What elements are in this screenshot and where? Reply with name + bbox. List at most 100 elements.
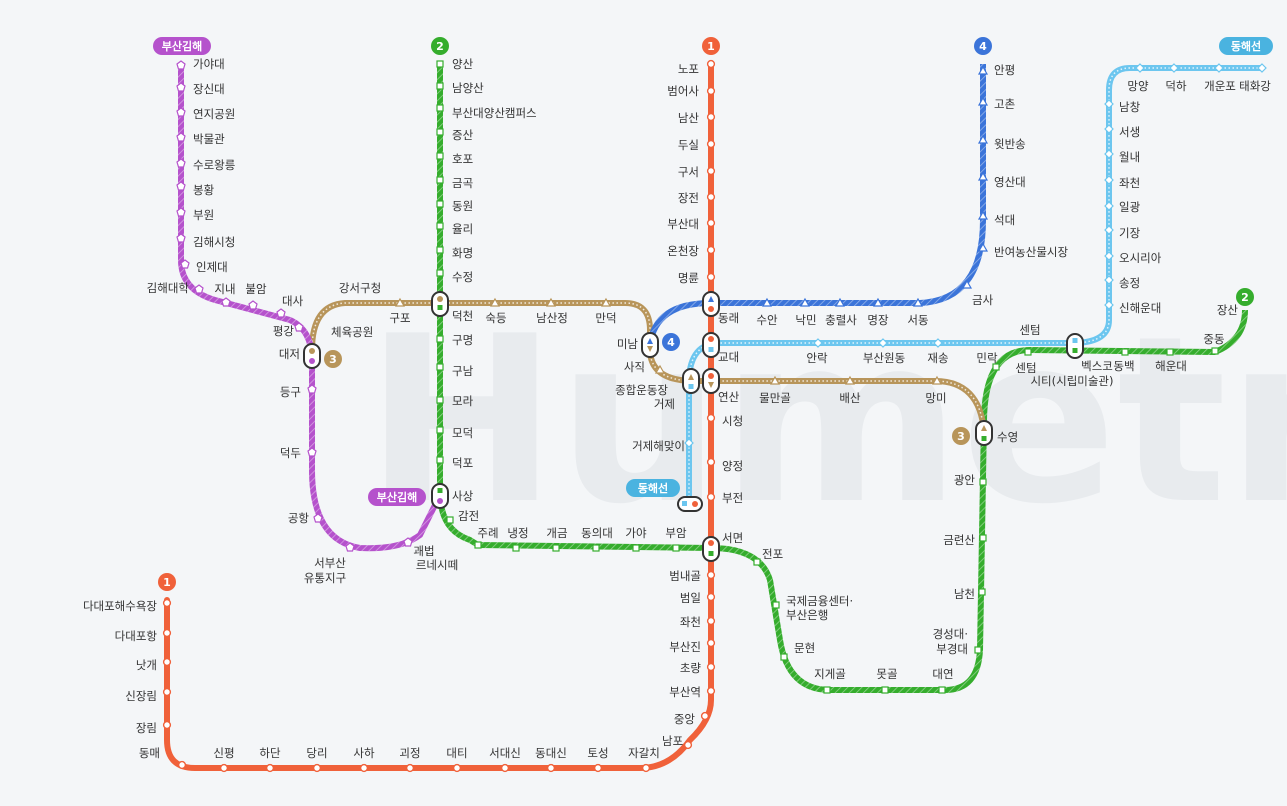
- station-marker-line2-9[interactable]: [436, 269, 444, 277]
- station-marker-line4-8[interactable]: [872, 297, 884, 307]
- station-marker-donghae-4[interactable]: [1104, 99, 1114, 109]
- station-label-line2-11[interactable]: 구명: [452, 333, 473, 347]
- station-label-line2-37[interactable]: 민락: [976, 351, 998, 365]
- station-label-line3-8[interactable]: 거제: [654, 397, 675, 411]
- station-marker-line3-4[interactable]: [600, 297, 612, 307]
- station-label-line2-6[interactable]: 동원: [452, 199, 473, 213]
- station-marker-line1-6[interactable]: [706, 218, 716, 228]
- station-label-gimhae-3[interactable]: 박물관: [193, 132, 225, 146]
- station-label-line1-16[interactable]: 범내골: [669, 569, 701, 583]
- station-label-donghae-4[interactable]: 남창: [1119, 100, 1141, 114]
- station-label-donghae-14[interactable]: 부산원동: [863, 351, 905, 365]
- station-label-gimhae-5[interactable]: 봉황: [193, 183, 215, 197]
- station-label-line2-35[interactable]: 광안: [954, 473, 976, 487]
- station-label-line3-11[interactable]: 망미: [925, 391, 946, 405]
- station-marker-gimhae-16[interactable]: [313, 513, 323, 523]
- station-marker-line2-15[interactable]: [436, 456, 444, 464]
- station-label-donghae-10[interactable]: 오시리아: [1119, 251, 1162, 265]
- hub-seomyeon[interactable]: [702, 536, 720, 562]
- station-label-line2-12[interactable]: 구남: [452, 364, 474, 378]
- station-label-line1-17[interactable]: 범일: [680, 591, 701, 605]
- station-label-line1-8[interactable]: 명륜: [678, 271, 699, 285]
- station-label-line2-43[interactable]: 해운대: [1155, 359, 1187, 373]
- station-label-line1-28[interactable]: 대티: [446, 746, 467, 760]
- station-marker-line1-28[interactable]: [452, 763, 462, 773]
- station-label-line1-11[interactable]: 연산: [718, 390, 740, 404]
- station-marker-line3-10[interactable]: [844, 375, 856, 385]
- station-label-line4-0[interactable]: 안평: [994, 63, 1015, 77]
- station-label-gimhae-15[interactable]: 덕두: [280, 446, 301, 460]
- station-marker-line3-11[interactable]: [931, 375, 943, 385]
- station-marker-line2-20[interactable]: [552, 544, 560, 552]
- station-label-line1-14[interactable]: 부전: [722, 491, 743, 505]
- station-label-donghae-15[interactable]: 안락: [806, 351, 828, 365]
- station-label-line2-21[interactable]: 동의대: [581, 526, 613, 540]
- station-marker-line2-31[interactable]: [974, 646, 982, 654]
- station-label-line3-0[interactable]: 강서구청: [339, 281, 381, 295]
- station-marker-line2-11[interactable]: [436, 335, 444, 343]
- station-label-gimhae-7[interactable]: 김해시청: [193, 235, 235, 249]
- station-label-donghae-11[interactable]: 송정: [1119, 276, 1140, 290]
- station-marker-line2-5[interactable]: [436, 176, 444, 184]
- station-label-line1-22[interactable]: 중앙: [674, 712, 696, 726]
- hub-daejeo[interactable]: [303, 343, 321, 369]
- station-label-line4-8[interactable]: 명장: [867, 313, 889, 327]
- station-label-line3-10[interactable]: 배산: [839, 391, 861, 405]
- station-marker-line2-29[interactable]: [881, 686, 889, 694]
- station-marker-line4-7[interactable]: [912, 297, 924, 307]
- station-label-line2-1[interactable]: 남양산: [452, 81, 484, 95]
- hub-bexco[interactable]: [1066, 333, 1084, 359]
- station-label-line4-10[interactable]: 낙민: [795, 313, 816, 327]
- station-marker-line3-1[interactable]: [394, 297, 406, 307]
- station-marker-line2-22[interactable]: [632, 544, 640, 552]
- station-marker-line2-33[interactable]: [978, 588, 986, 596]
- station-label-line1-1[interactable]: 범어사: [667, 84, 699, 98]
- station-marker-donghae-10[interactable]: [1104, 251, 1114, 261]
- station-marker-line3-9[interactable]: [769, 375, 781, 385]
- station-marker-line2-38[interactable]: [1024, 348, 1032, 356]
- station-label-line2-45[interactable]: 장산: [1217, 303, 1239, 317]
- station-label-line2-9[interactable]: 수정: [452, 270, 473, 284]
- station-marker-line1-38[interactable]: [162, 628, 172, 638]
- station-marker-line4-10[interactable]: [799, 297, 811, 307]
- station-label-gimhae-12[interactable]: 대사: [282, 294, 304, 308]
- station-label-line1-26[interactable]: 동대신: [535, 746, 567, 760]
- station-label-line1-33[interactable]: 신평: [213, 746, 234, 760]
- station-marker-line1-30[interactable]: [359, 763, 369, 773]
- station-marker-line2-37[interactable]: [992, 363, 1000, 371]
- station-marker-line4-4[interactable]: [977, 210, 989, 220]
- hub-yeonsan[interactable]: [702, 368, 720, 394]
- station-label-gimhae-14[interactable]: 등구: [280, 385, 301, 399]
- station-label-line2-36[interactable]: 수영: [997, 430, 1018, 444]
- station-label-line1-21[interactable]: 부산역: [669, 685, 701, 699]
- station-label-line1-2[interactable]: 남산: [678, 111, 700, 125]
- station-marker-line1-13[interactable]: [706, 457, 716, 467]
- station-label-line2-41[interactable]: 벡스코: [1081, 359, 1113, 373]
- hub-gyodae[interactable]: [702, 332, 720, 358]
- station-marker-line2-44[interactable]: [1211, 347, 1219, 355]
- station-marker-line1-27[interactable]: [500, 763, 510, 773]
- station-marker-line3-2[interactable]: [489, 297, 501, 307]
- station-label-line2-8[interactable]: 화명: [452, 246, 473, 260]
- station-label-line2-44[interactable]: 중동: [1203, 332, 1224, 346]
- station-label-line2-27[interactable]: 문현: [794, 641, 815, 655]
- station-marker-gimhae-11[interactable]: [248, 300, 258, 310]
- station-label-line4-2[interactable]: 윗반송: [994, 137, 1026, 151]
- station-marker-line1-35[interactable]: [162, 720, 172, 730]
- station-label-line1-30[interactable]: 사하: [353, 746, 375, 760]
- station-label-line1-27[interactable]: 서대신: [489, 746, 521, 760]
- station-label-donghae-1[interactable]: 개운포: [1204, 79, 1236, 93]
- station-label-line2-14[interactable]: 모덕: [452, 426, 473, 440]
- station-marker-line2-6[interactable]: [436, 200, 444, 208]
- station-marker-line2-8[interactable]: [436, 246, 444, 254]
- station-label-line2-40[interactable]: 시티(시립미술관): [1030, 374, 1113, 388]
- station-marker-line1-5[interactable]: [706, 192, 716, 202]
- station-marker-line1-4[interactable]: [706, 166, 716, 176]
- station-label-donghae-8[interactable]: 일광: [1119, 200, 1141, 214]
- station-marker-line4-11[interactable]: [761, 297, 773, 307]
- station-label-gimhae-13[interactable]: 평강: [273, 324, 295, 338]
- station-label-line1-7[interactable]: 온천장: [667, 244, 699, 258]
- station-marker-line1-8[interactable]: [706, 272, 716, 282]
- hub-geoje[interactable]: [682, 368, 700, 394]
- station-marker-line2-27[interactable]: [780, 653, 788, 661]
